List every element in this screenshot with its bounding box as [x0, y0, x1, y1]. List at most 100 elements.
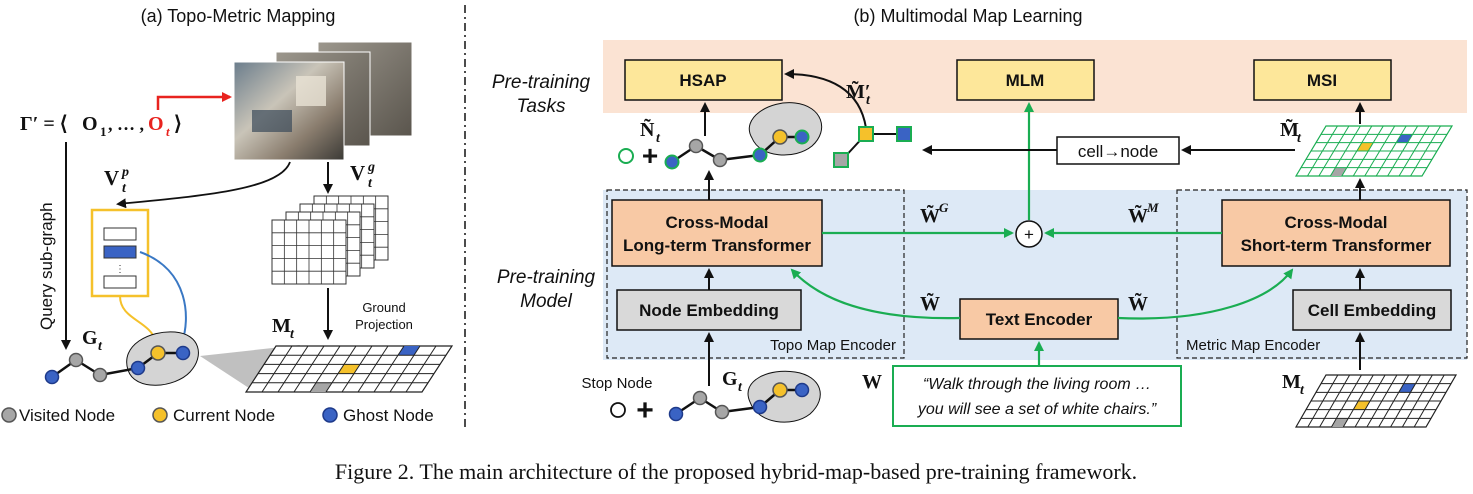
- instruction-line-1: “Walk through the living room …: [923, 376, 1151, 393]
- mt-tilde-label: M̃: [1280, 118, 1299, 141]
- msi-box: [1253, 59, 1392, 101]
- node-legend: Visited Node Current Node Ghost Node: [1, 406, 434, 425]
- predicted-metric-map: [1294, 125, 1454, 177]
- svg-text:⋮: ⋮: [115, 264, 125, 275]
- stop-node-label: Stop Node: [582, 375, 653, 392]
- instruction-box: [892, 365, 1182, 427]
- w-tilde-left: W̃: [920, 292, 940, 315]
- w-label: W: [862, 371, 882, 393]
- input-topo-graph: [668, 370, 821, 423]
- mlm-label: MLM: [1006, 71, 1045, 90]
- mt-b-label: M: [1282, 371, 1301, 393]
- hsap-label: HSAP: [679, 71, 726, 90]
- image-to-feature-arrow: [116, 161, 291, 209]
- observation-sequence: Γ′ = ⟨ O 1 , … , O t ⟩: [20, 113, 182, 139]
- svg-text:+: +: [642, 140, 658, 171]
- mlm-box: [956, 59, 1095, 101]
- gt-b-label: G: [722, 368, 738, 390]
- pretraining-model-label-2: Model: [520, 291, 573, 312]
- mt-prime-to-hsap-arrow: [784, 69, 867, 129]
- svg-text:+: +: [636, 394, 654, 427]
- input-metric-map: [1294, 374, 1458, 428]
- pretraining-tasks-label-1: Pre-training: [492, 72, 591, 93]
- wm-sup: M: [1146, 200, 1159, 215]
- ground-projection-label-1: Ground: [362, 300, 405, 315]
- observation-images: [233, 41, 413, 161]
- stop-node-circle-top: [618, 148, 634, 164]
- grid-feature-stack: [271, 195, 389, 285]
- current-node-icon: [152, 407, 168, 423]
- vtp-label: V: [104, 166, 119, 190]
- legend-ghost: Ghost Node: [343, 406, 434, 425]
- hsap-box: [624, 59, 783, 101]
- vtp-sup: p: [121, 165, 129, 180]
- legend-current: Current Node: [173, 406, 275, 425]
- fusion-plus-label: +: [1024, 225, 1034, 244]
- o1-subscript: 1: [100, 124, 107, 139]
- vtg-sub: t: [368, 176, 373, 191]
- cm-long-label-2: Long-term Transformer: [623, 236, 811, 255]
- gt-label: G: [82, 327, 98, 349]
- pretraining-tasks-label-2: Tasks: [517, 96, 566, 117]
- pretraining-model-label-1: Pre-training: [497, 267, 596, 288]
- gt-b-sub: t: [738, 380, 743, 395]
- query-subgraph-label: Query sub-graph: [37, 202, 56, 330]
- vtp-sub: t: [122, 181, 127, 196]
- o1-label: O: [82, 113, 98, 135]
- mt-tilde-sub: t: [1297, 131, 1302, 146]
- cross-modal-long-term-transformer: [611, 199, 823, 267]
- cm-long-label-1: Cross-Modal: [666, 213, 769, 232]
- metric-map-encoder-region: [1176, 189, 1468, 359]
- mt-sub: t: [290, 327, 295, 342]
- instruction-line-2: you will see a set of white chairs.”: [917, 401, 1157, 418]
- figure-caption: Figure 2. The main architecture of the p…: [335, 459, 1137, 484]
- msi-label: MSI: [1307, 71, 1337, 90]
- ellipsis: , … ,: [108, 114, 144, 134]
- nt-sub: t: [656, 131, 661, 146]
- node-embedding-box: [616, 289, 802, 331]
- ghost-node-icon: [322, 407, 338, 423]
- gamma-label: Γ′ = ⟨: [20, 113, 68, 135]
- ot-label: O: [148, 113, 164, 135]
- visited-node-icon: [1, 407, 17, 423]
- metric-map-encoder-label: Metric Map Encoder: [1186, 337, 1320, 354]
- topo-graph: [44, 331, 199, 386]
- panel-a-title: (a) Topo-Metric Mapping: [141, 6, 336, 26]
- text-to-long-arrow: [790, 268, 961, 320]
- text-encoder-box: [959, 298, 1119, 340]
- predicted-topo-graph: +: [618, 102, 823, 171]
- node-embedding-label: Node Embedding: [639, 301, 779, 320]
- cell-to-node-label: cell→node: [1078, 142, 1158, 161]
- vtg-label: V: [350, 161, 365, 185]
- vtg-sup: g: [367, 160, 375, 175]
- wg-sup: G: [939, 200, 949, 215]
- mt-label: M: [272, 315, 291, 337]
- ot-subscript: t: [166, 124, 170, 139]
- mt-prime-label: M̃′: [846, 80, 871, 103]
- red-arrow: [156, 92, 232, 110]
- legend-visited: Visited Node: [19, 406, 115, 425]
- wg-label: W̃: [920, 204, 940, 227]
- topo-map-encoder-region: [606, 189, 905, 359]
- gamma-close: ⟩: [174, 113, 182, 135]
- cross-modal-short-term-transformer: [1221, 199, 1451, 267]
- mt-b-sub: t: [1300, 383, 1305, 398]
- text-to-short-arrow: [1117, 268, 1294, 320]
- stop-node-circle: [610, 402, 626, 418]
- topo-map-encoder-label: Topo Map Encoder: [770, 337, 896, 354]
- ghost-node-predictions: [833, 126, 912, 168]
- mt-prime-sub: t: [866, 93, 871, 108]
- ground-projection-label-2: Projection: [355, 317, 413, 332]
- cm-short-label-2: Short-term Transformer: [1241, 236, 1432, 255]
- metric-map: [244, 345, 454, 393]
- cell-embedding-box: [1292, 289, 1452, 331]
- nt-label: Ñ: [640, 118, 655, 141]
- cm-short-label-1: Cross-Modal: [1285, 213, 1388, 232]
- gt-sub: t: [98, 339, 103, 354]
- cell-embedding-label: Cell Embedding: [1308, 301, 1436, 320]
- panorama-feature-box: ⋮: [90, 208, 150, 298]
- wm-label: W̃: [1128, 204, 1148, 227]
- w-tilde-right: W̃: [1128, 292, 1148, 315]
- panel-b-title: (b) Multimodal Map Learning: [853, 6, 1082, 26]
